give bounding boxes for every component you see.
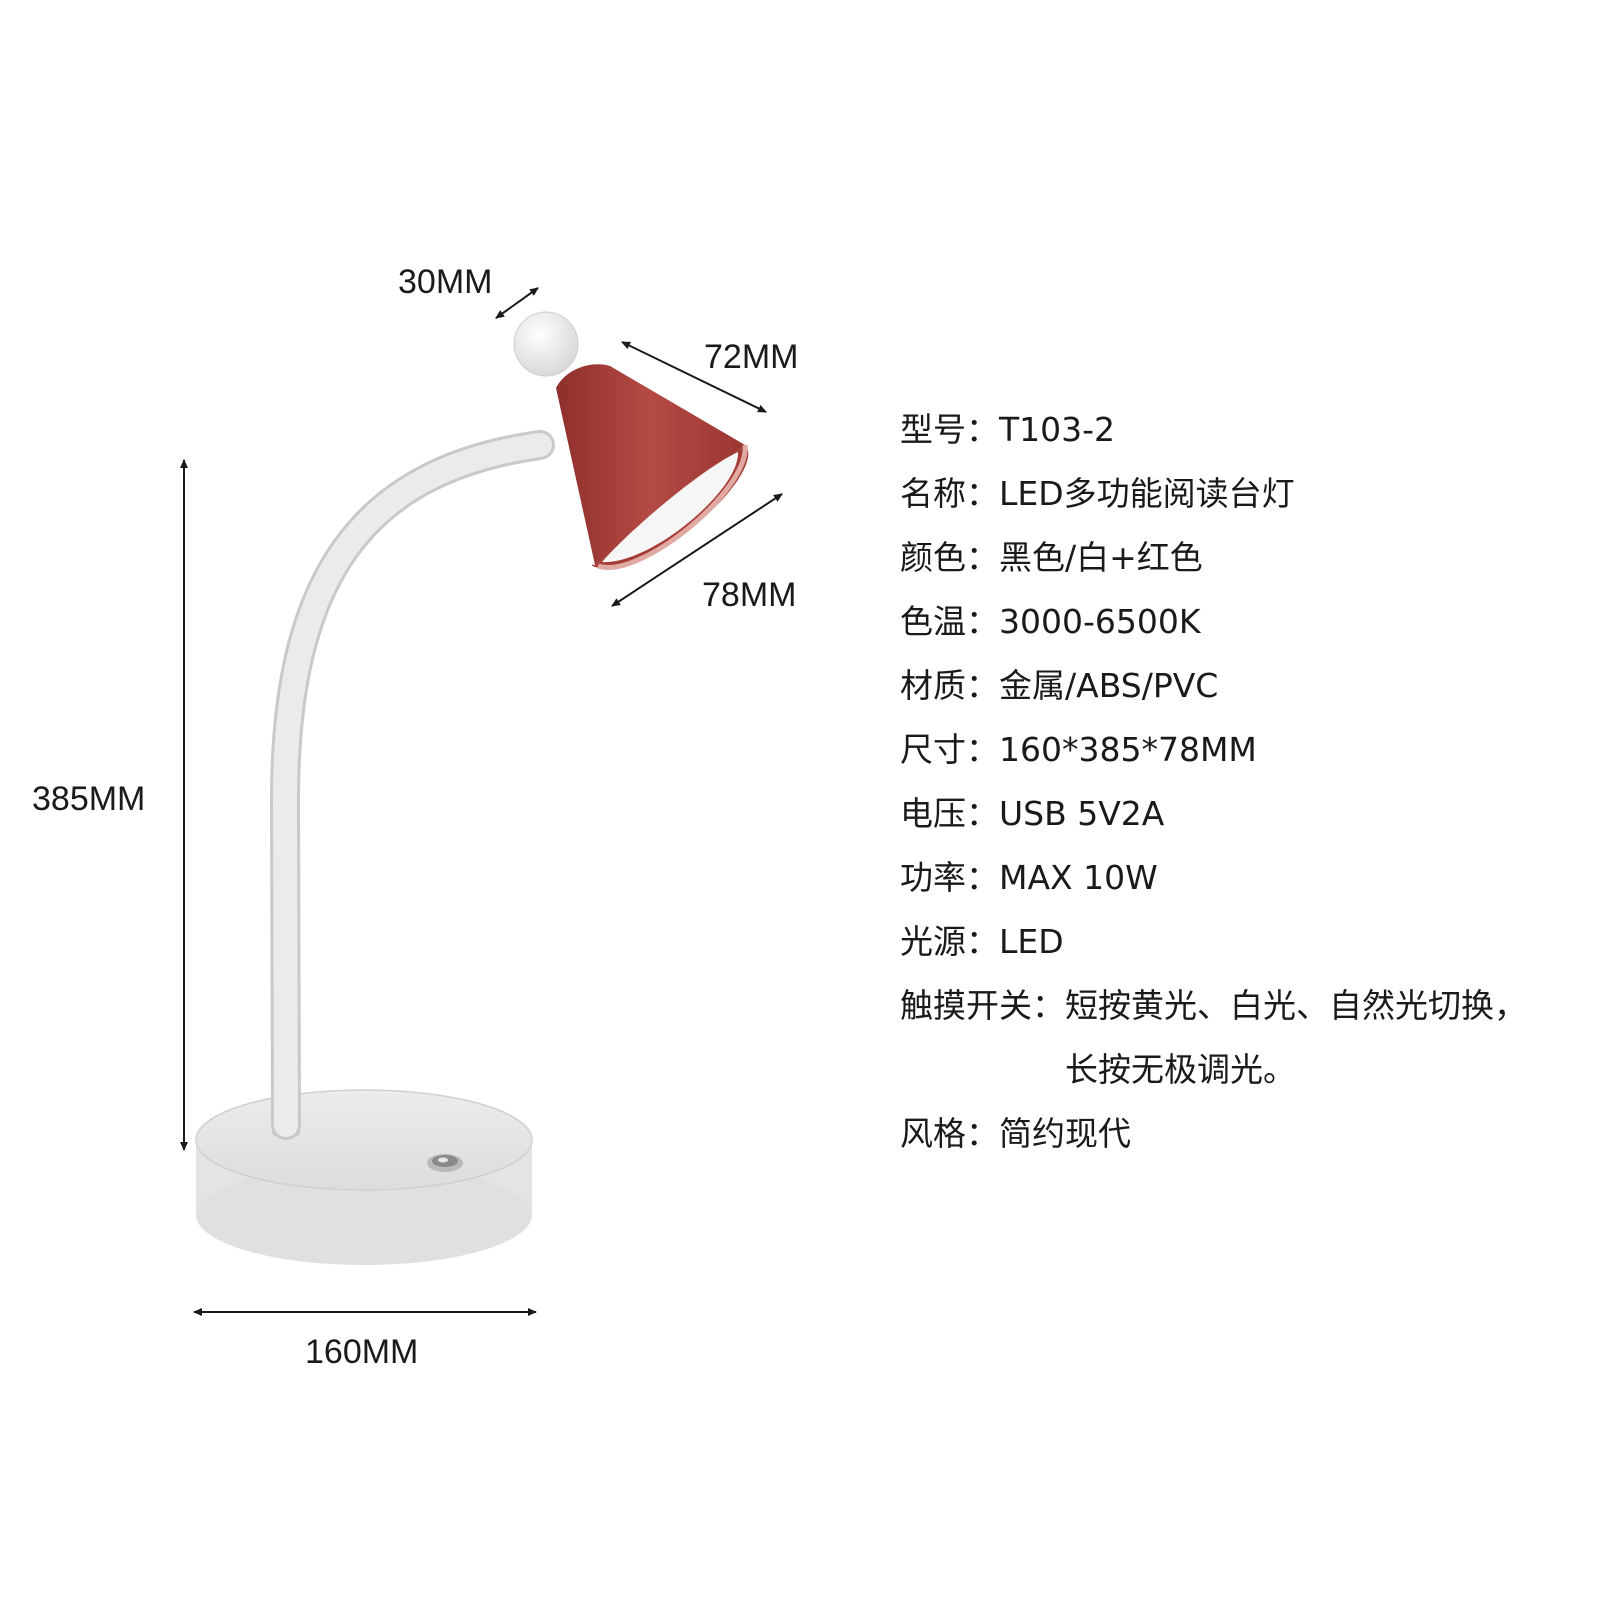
spec-row-material: 材质： 金属/ABS/PVC	[900, 654, 1590, 718]
spec-value: USB 5V2A	[999, 794, 1165, 833]
spec-value: 短按黄光、白光、自然光切换， 长按无极调光。	[1065, 974, 1527, 1102]
spec-row-name: 名称： LED多功能阅读台灯	[900, 462, 1590, 526]
spec-key: 光源：	[900, 922, 999, 961]
ball-dimension-line	[495, 287, 539, 319]
shade-opening-label: 78MM	[702, 576, 797, 614]
ball-joint	[513, 311, 579, 377]
shade-length-dimension-line	[621, 341, 767, 413]
spec-value: LED	[999, 922, 1064, 961]
spec-value: 金属/ABS/PVC	[999, 666, 1219, 705]
lamp-base	[195, 1089, 533, 1265]
spec-value: MAX 10W	[999, 858, 1158, 897]
spec-list: 型号： T103-2 名称： LED多功能阅读台灯 颜色： 黑色/白+红色 色温…	[900, 398, 1590, 1166]
spec-key: 颜色：	[900, 538, 999, 577]
base-diameter-label: 160MM	[305, 1333, 419, 1371]
dimension-lines	[180, 287, 783, 1316]
ball-diameter-label: 30MM	[398, 263, 493, 301]
spec-value: 160*385*78MM	[999, 730, 1257, 769]
spec-key: 风格：	[900, 1114, 999, 1153]
spec-row-voltage: 电压： USB 5V2A	[900, 782, 1590, 846]
spec-value: 简约现代	[999, 1114, 1131, 1153]
gooseneck-arm	[269, 430, 555, 1140]
height-label: 385MM	[32, 780, 146, 818]
spec-key: 尺寸：	[900, 730, 999, 769]
spec-row-color-temp: 色温： 3000-6500K	[900, 590, 1590, 654]
spec-value: LED多功能阅读台灯	[999, 474, 1295, 513]
spec-value: 黑色/白+红色	[999, 538, 1203, 577]
spec-row-size: 尺寸： 160*385*78MM	[900, 718, 1590, 782]
spec-row-touch-switch: 触摸开关： 短按黄光、白光、自然光切换， 长按无极调光。	[900, 974, 1590, 1102]
spec-key: 电压：	[900, 794, 999, 833]
shade-length-label: 72MM	[704, 338, 799, 376]
spec-key: 型号：	[900, 410, 999, 449]
spec-key: 名称：	[900, 474, 999, 513]
spec-key: 色温：	[900, 602, 999, 641]
spec-row-light-source: 光源： LED	[900, 910, 1590, 974]
spec-row-color: 颜色： 黑色/白+红色	[900, 526, 1590, 590]
spec-key: 触摸开关：	[900, 986, 1065, 1025]
spec-row-power: 功率： MAX 10W	[900, 846, 1590, 910]
spec-value: T103-2	[999, 410, 1116, 449]
lamp-shade	[556, 364, 749, 570]
spec-key: 功率：	[900, 858, 999, 897]
spec-value-line-2: 长按无极调光。	[1065, 1050, 1296, 1089]
spec-row-style: 风格： 简约现代	[900, 1102, 1590, 1166]
shade-opening-dimension-line	[611, 493, 783, 607]
spec-key: 材质：	[900, 666, 999, 705]
spec-value: 3000-6500K	[999, 602, 1201, 641]
spec-value-line-1: 短按黄光、白光、自然光切换，	[1065, 986, 1527, 1025]
spec-row-model: 型号： T103-2	[900, 398, 1590, 462]
touch-button-icon	[427, 1154, 463, 1172]
